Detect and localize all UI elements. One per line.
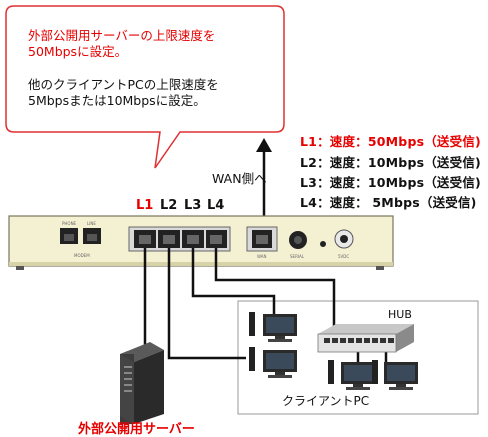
router-label-wan: WAN [257, 254, 267, 259]
port-label-l1: L1 [136, 198, 154, 213]
wan-direction-label: WAN側へ [212, 171, 267, 186]
router-label-serial: SERIAL [290, 254, 304, 259]
callout-line-1: 外部公開用サーバーの上限速度を [28, 28, 216, 43]
port-label-l4: L4 [207, 198, 225, 213]
router-label-modem: MODEM [74, 253, 90, 258]
speed-line-l2: L2：速度：10Mbps（送受信) [300, 155, 481, 170]
router-label-line: LINE [87, 221, 96, 226]
callout-line-3: 他のクライアントPCの上限速度を [28, 77, 219, 92]
callout-line-4: 5Mbpsまたは10Mbpsに設定。 [28, 93, 206, 108]
monitor-icon [249, 312, 297, 342]
hub-icon [317, 324, 414, 353]
client-pc-label: クライアントPC [282, 394, 370, 408]
router-label-phone: PHONE [62, 221, 77, 226]
speed-line-l4: L4：速度： 5Mbps（送受信) [300, 195, 477, 210]
callout-line-2: 50Mbpsに設定。 [28, 44, 128, 59]
server-label: 外部公開用サーバー [78, 422, 195, 437]
port-label-l2: L2 [160, 198, 178, 213]
monitor-icon [249, 347, 297, 378]
callout-bubble [5, 5, 285, 169]
speed-line-l3: L3：速度：10Mbps（送受信) [300, 175, 481, 190]
router-label-dc: 5VDC [338, 254, 350, 259]
port-label-l3: L3 [184, 198, 202, 213]
speed-line-l1: L1：速度：50Mbps（送受信) [300, 134, 481, 149]
wan-arrow-head [256, 138, 272, 152]
server-icon [120, 342, 164, 424]
monitor-icon [372, 360, 418, 390]
monitor-icon [328, 360, 375, 390]
router [8, 215, 394, 270]
hub-label: HUB [388, 308, 412, 321]
